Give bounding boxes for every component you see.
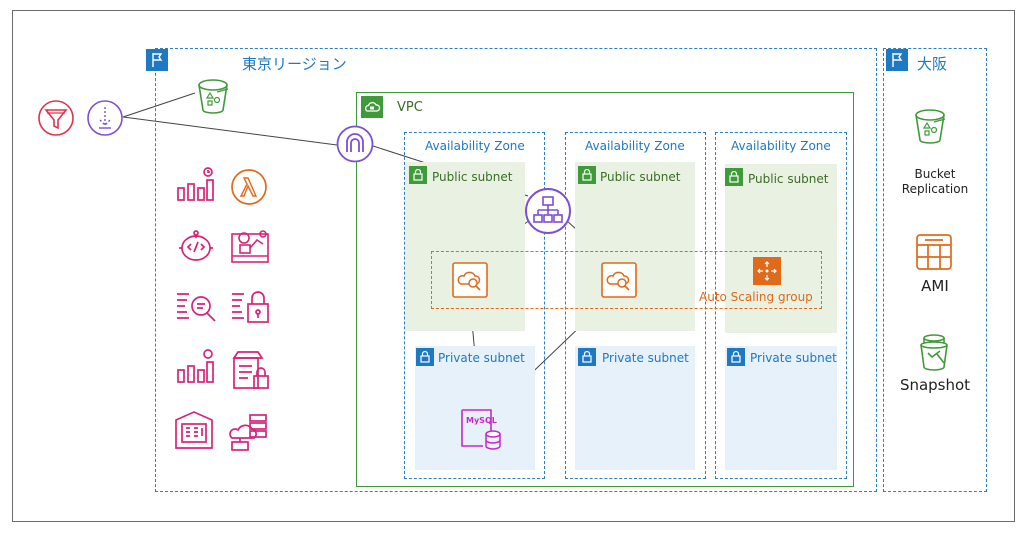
internet-gateway-icon [336, 125, 374, 163]
region-osaka [883, 48, 987, 492]
line-endpoint-to-igw [122, 116, 338, 146]
cloud-server-icon [228, 412, 270, 454]
mysql-label: MySQL [466, 416, 497, 425]
lambda-icon [230, 168, 268, 206]
vpc [356, 92, 854, 487]
ec2-instance-icon [452, 262, 488, 298]
private-subnet [725, 346, 837, 470]
private-subnet-label: Private subnet [438, 351, 525, 365]
private-subnet [415, 346, 535, 470]
private-subnet-label: Private subnet [602, 351, 689, 365]
availability-zone [715, 132, 847, 479]
vpc-cloud-icon [361, 96, 383, 118]
s3-bucket-icon [914, 108, 948, 146]
region-tokyo [155, 48, 877, 492]
auto-scaling-group [431, 251, 822, 309]
vpc-label: VPC [397, 100, 423, 115]
auto-scaling-label: Auto Scaling group [699, 290, 813, 304]
s3-bucket-icon [197, 78, 231, 116]
ec2-instance-icon [601, 262, 637, 298]
systems-manager-icon [230, 226, 270, 268]
cloudwatch-alarm-icon [175, 348, 215, 388]
public-subnet [405, 162, 525, 331]
bucket-replication-label: Bucket Replication [901, 167, 969, 196]
private-subnet [575, 346, 695, 470]
lock-icon [416, 348, 434, 366]
az-label: Availability Zone [585, 139, 685, 153]
region-flag-icon [886, 49, 908, 71]
public-subnet-label: Public subnet [432, 170, 513, 184]
line-endpoint-to-bucket [122, 92, 196, 118]
config-lock-icon [230, 288, 270, 328]
log-inspect-icon [175, 288, 217, 326]
public-subnet [725, 164, 837, 333]
cloudwatch-metrics-icon [175, 166, 215, 206]
az-label: Availability Zone [425, 139, 525, 153]
auto-scaling-icon [753, 257, 781, 285]
filter-icon [38, 100, 74, 136]
lock-icon [727, 348, 745, 366]
region-flag-icon [146, 49, 168, 71]
mysql-database-icon [461, 408, 503, 452]
public-subnet-label: Public subnet [748, 172, 829, 186]
gateway-endpoint-icon [87, 100, 123, 136]
region-tokyo-label: 東京リージョン [242, 55, 347, 73]
lock-icon [578, 166, 596, 184]
diagram-frame [12, 10, 1015, 522]
ami-label: AMI [921, 277, 949, 295]
availability-zone [404, 132, 545, 479]
public-subnet-label: Public subnet [600, 170, 681, 184]
az-label: Availability Zone [731, 139, 831, 153]
public-subnet [575, 162, 695, 331]
lock-icon [725, 168, 743, 186]
load-balancer-icon [524, 187, 572, 235]
region-osaka-label: 大阪 [917, 55, 948, 73]
lock-icon [409, 166, 427, 184]
control-tower-icon [173, 410, 215, 450]
lock-icon [578, 348, 596, 366]
snapshot-label: Snapshot [899, 376, 971, 394]
snapshot-icon [918, 333, 950, 373]
availability-zone [565, 132, 706, 479]
secure-storage-icon [230, 350, 270, 392]
private-subnet-label: Private subnet [750, 351, 837, 365]
devops-guru-icon [176, 228, 216, 268]
ami-icon [915, 233, 953, 271]
